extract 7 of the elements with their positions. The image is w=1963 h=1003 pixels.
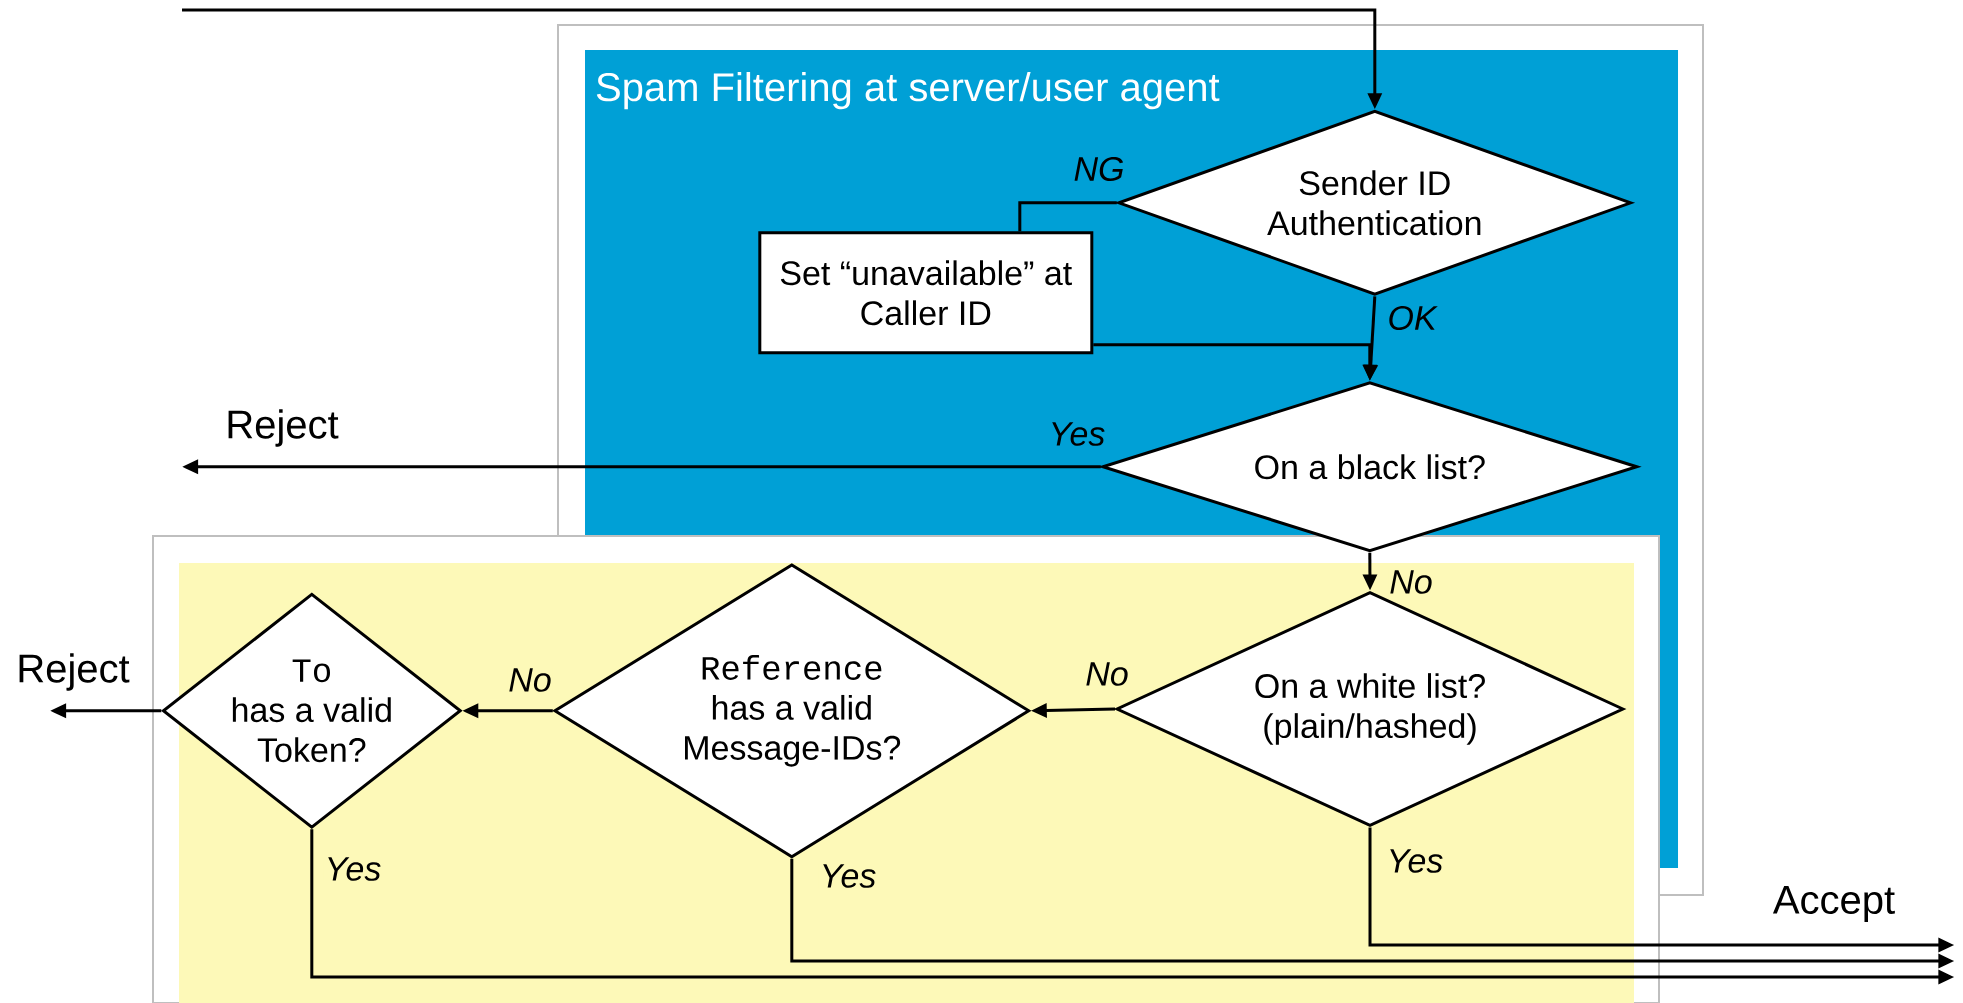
edge-label: No (507, 667, 553, 693)
edge-label: OK (1386, 304, 1438, 332)
process-box: Set “unavailable” at Caller ID (758, 231, 1094, 355)
outcome-label: Reject (228, 409, 339, 447)
outcome-label: Reject (19, 653, 130, 691)
edge-label: Yes (323, 856, 383, 882)
outcome-label: Accept (1772, 886, 1895, 922)
